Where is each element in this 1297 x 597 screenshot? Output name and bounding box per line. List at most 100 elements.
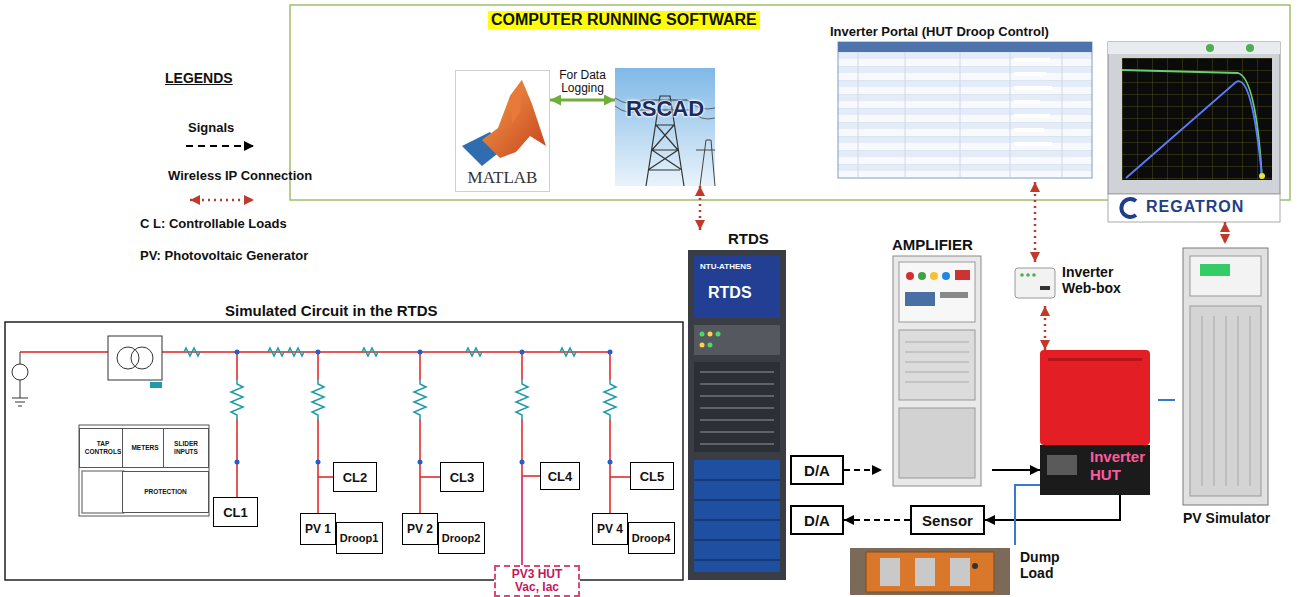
circuit-drawing	[362, 348, 378, 356]
circuit-drawing	[414, 380, 426, 419]
rtds-photo	[694, 325, 780, 355]
circuit-drawing	[521, 476, 523, 565]
node-text: REGATRON	[1146, 197, 1244, 217]
hut-box: PV3 HUTVac, Iac	[494, 565, 580, 597]
control-box: METERS	[122, 428, 168, 468]
amplifier-photo	[955, 270, 970, 280]
circuit-drawing	[312, 380, 324, 419]
circuit-drawing	[516, 380, 528, 419]
amplifier-photo	[930, 272, 938, 280]
connector	[844, 469, 882, 471]
circuit-drawing	[604, 380, 616, 419]
matlab-picture	[456, 71, 549, 191]
node-text: PV 4	[597, 522, 623, 536]
node-text: Droop2	[442, 532, 481, 544]
rtds-photo	[708, 332, 713, 337]
webbox-picture	[1015, 268, 1055, 298]
circuit-drawing	[418, 460, 423, 465]
circuit-drawing	[466, 348, 482, 356]
pv-simulator-photo	[1190, 306, 1261, 496]
pv-simulator-photo	[1183, 248, 1268, 505]
load-box: CL5	[630, 462, 674, 490]
regatron-screenshot	[1108, 42, 1280, 54]
connector	[550, 99, 615, 102]
node-text: PV 2	[407, 522, 433, 536]
load-box: CL2	[333, 462, 377, 492]
matlab-picture	[456, 71, 549, 191]
circuit-drawing	[184, 348, 200, 356]
amplifier-photo	[899, 262, 975, 322]
regatron-screenshot	[1121, 199, 1136, 217]
node-text: Droop4	[632, 532, 671, 544]
node-text: PV 1	[305, 522, 331, 536]
amplifier-photo	[893, 256, 981, 486]
circuit-drawing	[236, 352, 238, 497]
circuit-drawing	[12, 364, 28, 380]
pv-simulator-photo	[1190, 256, 1261, 296]
plain-label: LEGENDS	[165, 70, 233, 86]
circuit-drawing	[268, 348, 284, 356]
node-text: METERS	[123, 444, 167, 452]
amplifier: AMPLIFIER	[882, 236, 992, 486]
inverter-picture	[1047, 455, 1077, 475]
node-text: COMPUTER RUNNING SOFTWARE	[488, 11, 760, 29]
rtds-photo	[694, 480, 780, 560]
matlab-picture	[510, 80, 522, 124]
circuit-drawing	[608, 460, 613, 465]
portal-screenshot	[1014, 60, 1052, 144]
control-box: PROTECTION	[122, 471, 209, 513]
load-box: CL4	[540, 462, 580, 490]
circuit-drawing	[520, 350, 525, 355]
node-text: CL1	[223, 505, 248, 520]
circuit-drawing	[288, 348, 304, 356]
connector	[1034, 182, 1037, 262]
node-text: SLIDER INPUTS	[164, 440, 208, 456]
node-text: CL5	[640, 469, 665, 484]
inverter-hut: Inverter HUT	[1040, 350, 1158, 495]
node-text: AMPLIFIER	[892, 236, 973, 253]
amplifier-photo	[905, 292, 935, 306]
node-text: Droop1	[340, 532, 379, 544]
circuit-drawing	[418, 350, 423, 355]
node-text: RTDS	[728, 230, 769, 247]
portal-screenshot	[838, 42, 1092, 178]
circuit-drawing	[5, 322, 683, 580]
circuit-drawing	[520, 460, 525, 465]
amplifier-photo	[940, 292, 968, 298]
inverter-picture	[1040, 350, 1150, 445]
amplifier-photo	[899, 330, 975, 400]
amplifier-photo	[918, 272, 926, 280]
pv-simulator-photo	[1202, 316, 1250, 486]
rscad-picture	[615, 68, 715, 186]
dump-load-photo	[850, 548, 1010, 595]
rscad-picture	[696, 140, 715, 186]
circuit-drawing	[318, 352, 333, 513]
regatron-screenshot	[1259, 173, 1265, 179]
inverter-portal: Inverter Portal (HUT Droop Control)	[828, 24, 1098, 182]
regatron-screenshot	[1122, 58, 1272, 180]
node-text: D/A	[804, 462, 830, 479]
droop-box: Droop2	[438, 522, 485, 554]
connector	[992, 469, 1040, 471]
dump-load-photo	[880, 558, 900, 586]
control-box: TAP CONTROLS	[79, 428, 127, 468]
pv-simulator: PV Simulator	[1175, 244, 1295, 534]
node-text: Inverter Web-box	[1062, 264, 1134, 296]
connector	[1044, 306, 1047, 350]
rtds-photo	[694, 460, 780, 572]
legend-text: Signals	[188, 120, 234, 135]
rscad-logo: RSCAD	[615, 68, 715, 186]
dump-load-photo	[915, 558, 935, 586]
dump-load-photo	[950, 558, 970, 586]
node-text: Simulated Circuit in the RTDS	[225, 302, 438, 319]
circuit-drawing	[150, 382, 162, 388]
rtds-photo	[694, 362, 780, 452]
node-text: Sensor	[922, 512, 973, 529]
webbox-picture	[1040, 286, 1050, 290]
connector	[1224, 222, 1227, 244]
sensor-box: Sensor	[910, 505, 985, 535]
circuit-drawing	[420, 352, 440, 513]
circuit-drawing	[117, 347, 139, 369]
regatron-screenshot	[1108, 42, 1280, 222]
legend-samples	[186, 145, 254, 147]
